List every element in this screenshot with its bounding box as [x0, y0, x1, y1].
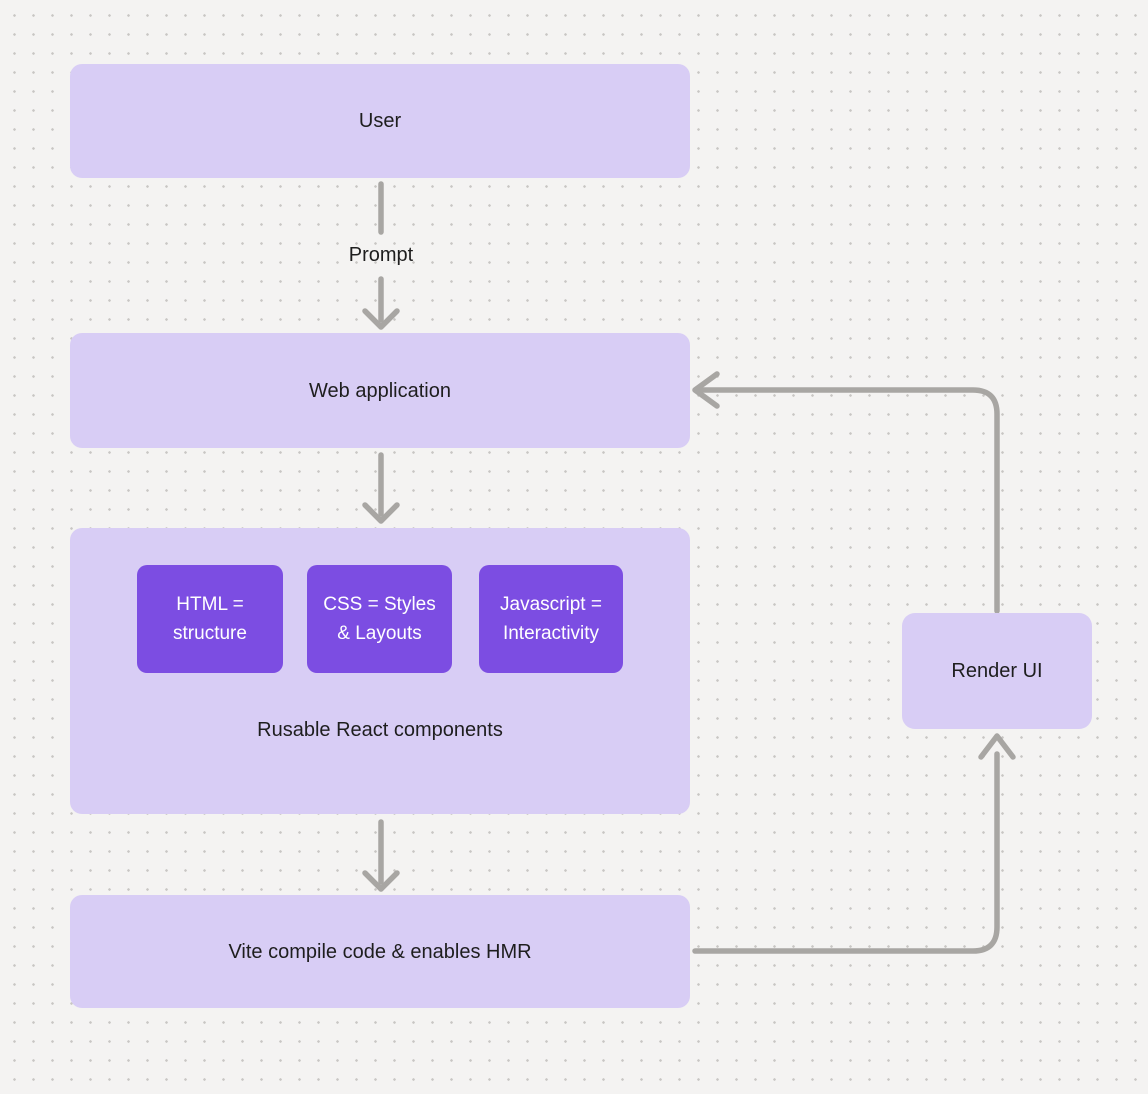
chip-css: CSS = Styles & Layouts [307, 565, 452, 673]
arrow-webapp-to-components-head [362, 502, 400, 524]
node-user: User [70, 64, 690, 178]
node-vite-label: Vite compile code & enables HMR [228, 940, 532, 963]
arrow-components-to-vite-head [362, 870, 400, 892]
arrow-renderui-to-webapp-line [698, 387, 1000, 614]
node-web-application-label: Web application [309, 379, 451, 402]
arrow-vite-to-renderui-head [978, 733, 1016, 760]
chip-javascript-label: Javascript = Interactivity [500, 594, 602, 644]
node-react-components-group: HTML = structure CSS = Styles & Layouts … [70, 528, 690, 814]
arrow-vite-to-renderui-line [692, 751, 1000, 954]
node-vite: Vite compile code & enables HMR [70, 895, 690, 1008]
chip-javascript: Javascript = Interactivity [479, 565, 623, 673]
chip-css-label: CSS = Styles & Layouts [323, 594, 436, 644]
node-render-ui-label: Render UI [951, 660, 1043, 682]
chip-html-label: HTML = structure [173, 594, 247, 644]
chip-html: HTML = structure [137, 565, 283, 673]
arrow-renderui-to-webapp-head [692, 371, 720, 409]
node-web-application: Web application [70, 333, 690, 448]
node-render-ui: Render UI [902, 613, 1092, 729]
edge-label-prompt: Prompt [348, 244, 414, 266]
node-react-components-label: Rusable React components [257, 719, 503, 741]
node-user-label: User [358, 110, 402, 132]
arrow-user-to-webapp-head [362, 308, 400, 330]
